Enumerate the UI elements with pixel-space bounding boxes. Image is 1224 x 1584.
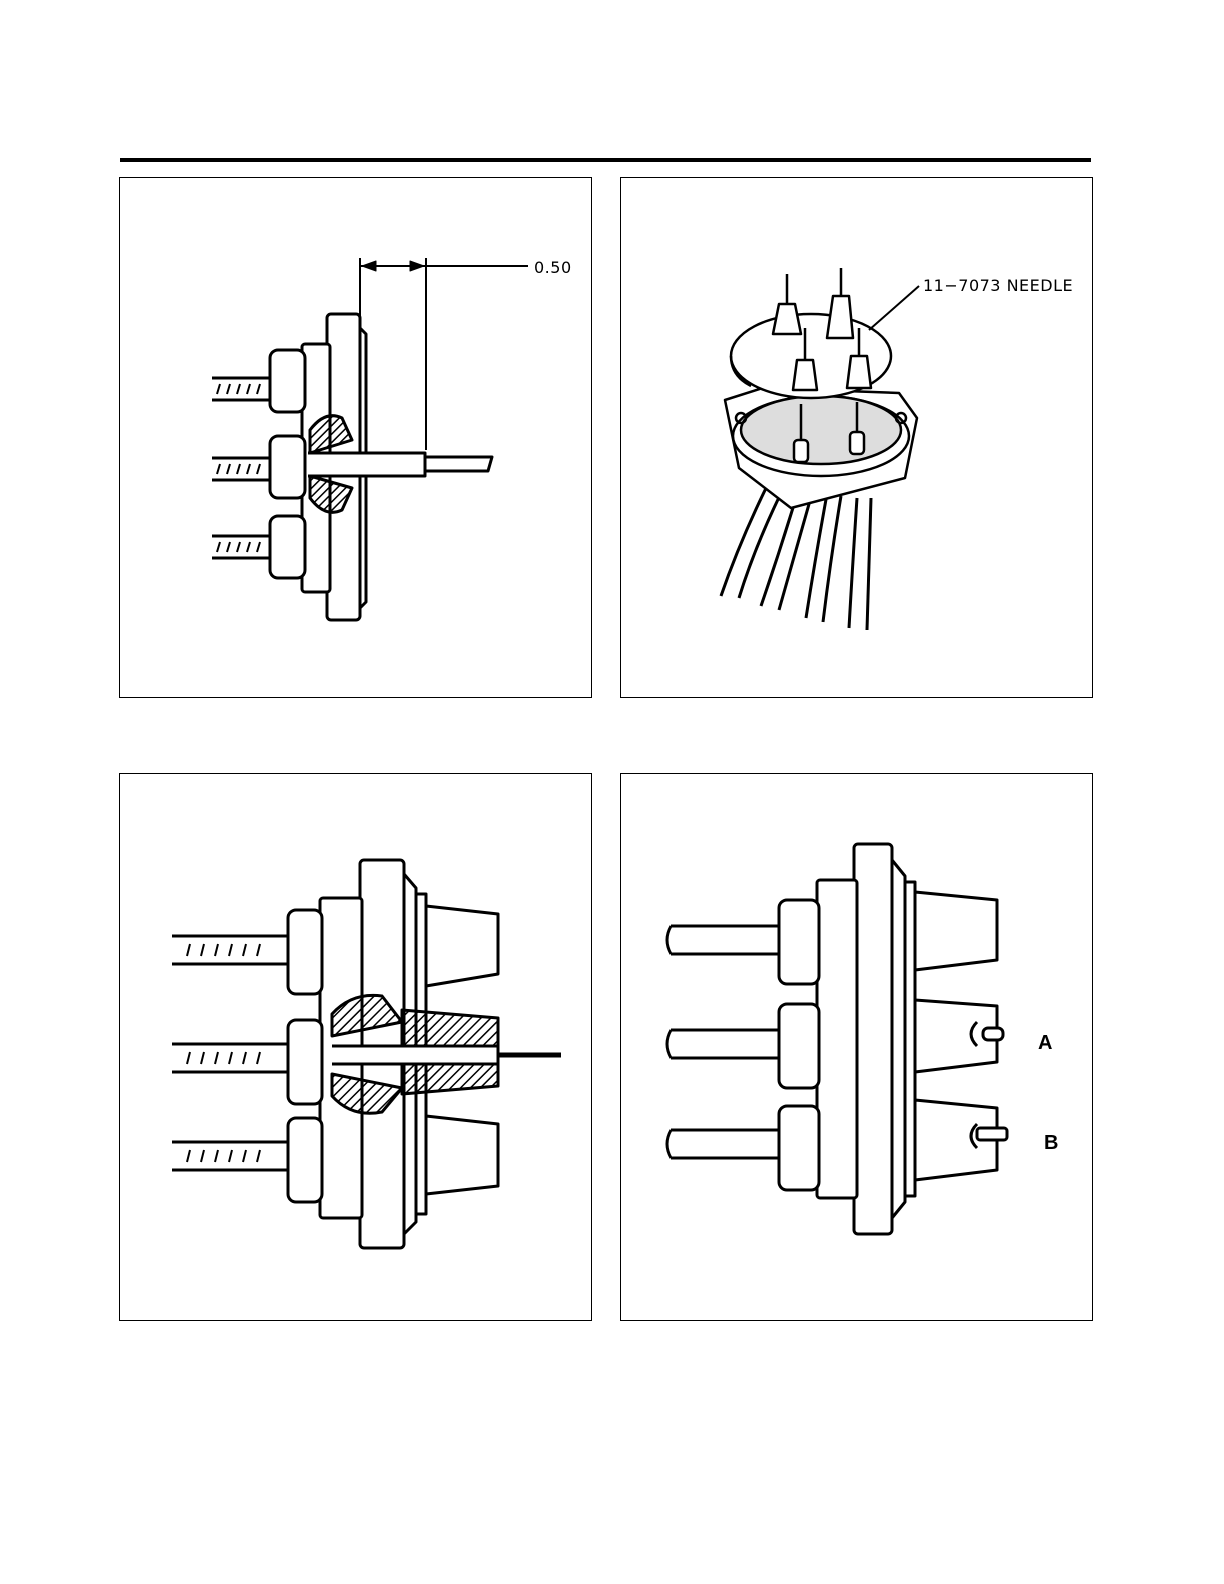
callout-a-label: A <box>1038 1032 1052 1055</box>
connector-side-view-illustration <box>120 178 593 699</box>
callout-b-label: B <box>1044 1132 1058 1155</box>
connector-pin-inserted-illustration <box>120 774 593 1322</box>
figure-pin-callouts: A B <box>620 773 1093 1321</box>
needle-perspective-illustration <box>621 178 1094 699</box>
figure-connector-pin-depth: 0.50 <box>119 177 592 698</box>
figure-pin-inserted <box>119 773 592 1321</box>
needle-part-label: 11−7073 NEEDLE <box>923 276 1073 295</box>
figure-needle-insertion: 11−7073 NEEDLE <box>620 177 1093 698</box>
header-rule <box>120 158 1091 162</box>
dimension-label: 0.50 <box>534 258 572 277</box>
connector-callouts-illustration <box>621 774 1094 1322</box>
